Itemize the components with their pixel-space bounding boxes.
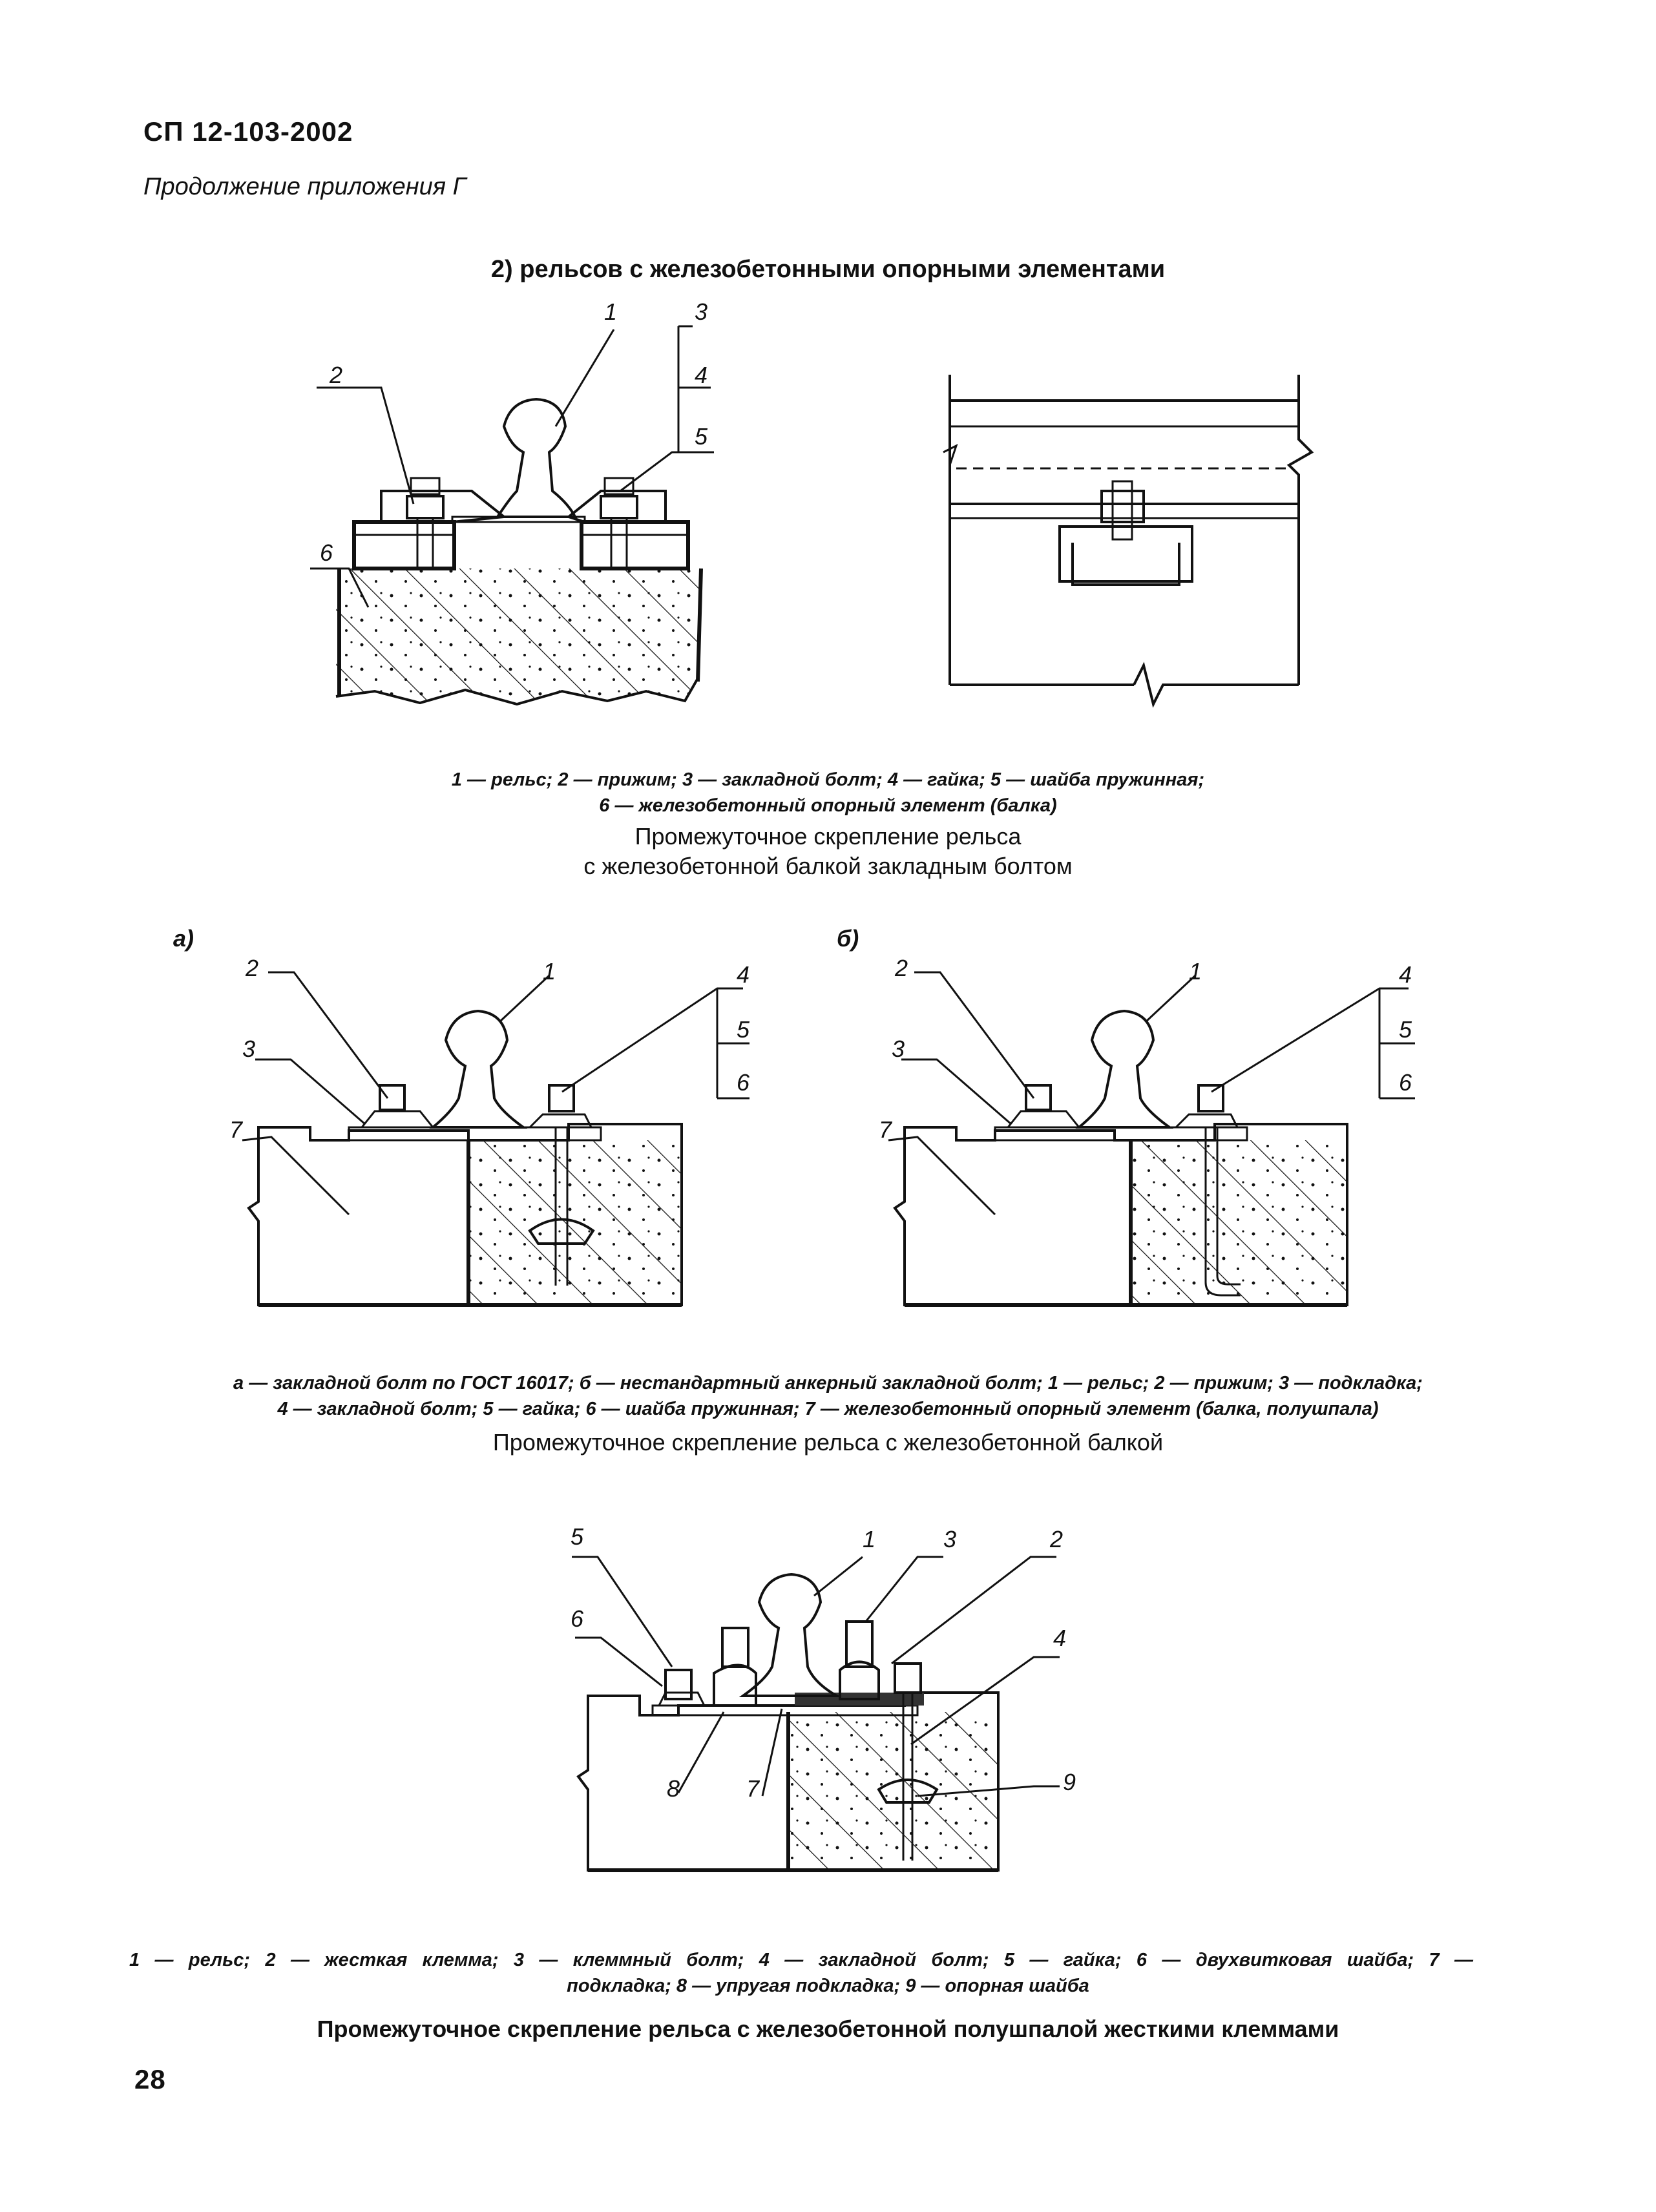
- fig1-plan-view: [943, 375, 1314, 708]
- fig2b-label-5: 5: [1399, 1016, 1412, 1043]
- continuation-note: Продолжение приложения Г: [143, 173, 466, 200]
- fig3-caption: Промежуточное скрепление рельса с железо…: [317, 2016, 1339, 2042]
- fig1-caption-line1: Промежуточное скрепление рельса: [634, 823, 1022, 850]
- fig2a-label-6: 6: [737, 1069, 750, 1096]
- fig2b-label-1: 1: [1189, 958, 1202, 985]
- fig3-drawing: [572, 1556, 1060, 1872]
- document-code: СП 12-103-2002: [143, 116, 353, 147]
- fig3-label-1: 1: [863, 1526, 876, 1552]
- fig1-label-6: 6: [320, 539, 333, 566]
- page-number: 28: [134, 2064, 166, 2094]
- fig2b-drawing: [888, 971, 1415, 1307]
- fig3-label-6: 6: [571, 1605, 584, 1632]
- fig3-label-8: 8: [667, 1775, 680, 1802]
- fig2-panel-a: а): [173, 925, 194, 952]
- fig3-label-4: 4: [1053, 1625, 1067, 1651]
- fig1-legend-line1: 1 — рельс; 2 — прижим; 3 — закладной бол…: [451, 769, 1205, 790]
- fig2-legend-line2: 4 — закладной болт; 5 — гайка; 6 — шайба…: [277, 1399, 1379, 1419]
- fig1-label-1: 1: [604, 298, 618, 325]
- fig1-label-2: 2: [330, 362, 343, 388]
- fig2-panel-b: б): [837, 925, 859, 952]
- fig3-label-9: 9: [1063, 1769, 1076, 1795]
- fig3-label-7: 7: [746, 1775, 760, 1802]
- fig2b-label-3: 3: [892, 1036, 905, 1062]
- fig1-legend-line2: 6 — железобетонный опорный элемент (балк…: [599, 795, 1057, 816]
- fig2a-label-1: 1: [543, 958, 556, 985]
- fig1-label-5: 5: [695, 423, 708, 450]
- fig3-legend-line1: 1 — рельс; 2 — жесткая клемма; 3 — клемм…: [129, 1950, 1473, 1970]
- fig2a-drawing: [242, 971, 749, 1307]
- fig2b-label-4: 4: [1399, 961, 1412, 988]
- fig2a-label-7: 7: [229, 1116, 243, 1143]
- fig2a-label-3: 3: [242, 1036, 256, 1062]
- fig2-caption: Промежуточное скрепление рельса с железо…: [492, 1429, 1164, 1456]
- fig2a-label-2: 2: [246, 955, 259, 981]
- fig2b-label-7: 7: [879, 1116, 892, 1143]
- fig2-legend-line1: а — закладной болт по ГОСТ 16017; б — не…: [233, 1373, 1423, 1393]
- fig3-label-5: 5: [571, 1523, 584, 1550]
- fig2b-label-2: 2: [895, 955, 908, 981]
- fig3-label-2: 2: [1050, 1526, 1064, 1552]
- fig1-label-3: 3: [695, 298, 708, 325]
- fig2b-label-6: 6: [1399, 1069, 1412, 1096]
- fig2a-label-4: 4: [737, 961, 750, 988]
- fig1-cross-section: [310, 325, 714, 706]
- section-title: 2) рельсов с железобетонными опорными эл…: [490, 256, 1166, 283]
- fig1-label-4: 4: [695, 362, 708, 388]
- fig3-label-3: 3: [943, 1526, 957, 1552]
- fig2a-label-5: 5: [737, 1016, 750, 1043]
- fig1-caption-line2: с железобетонной балкой закладным болтом: [583, 853, 1073, 879]
- fig3-legend-line2: подкладка; 8 — упругая подкладка; 9 — оп…: [567, 1976, 1089, 1996]
